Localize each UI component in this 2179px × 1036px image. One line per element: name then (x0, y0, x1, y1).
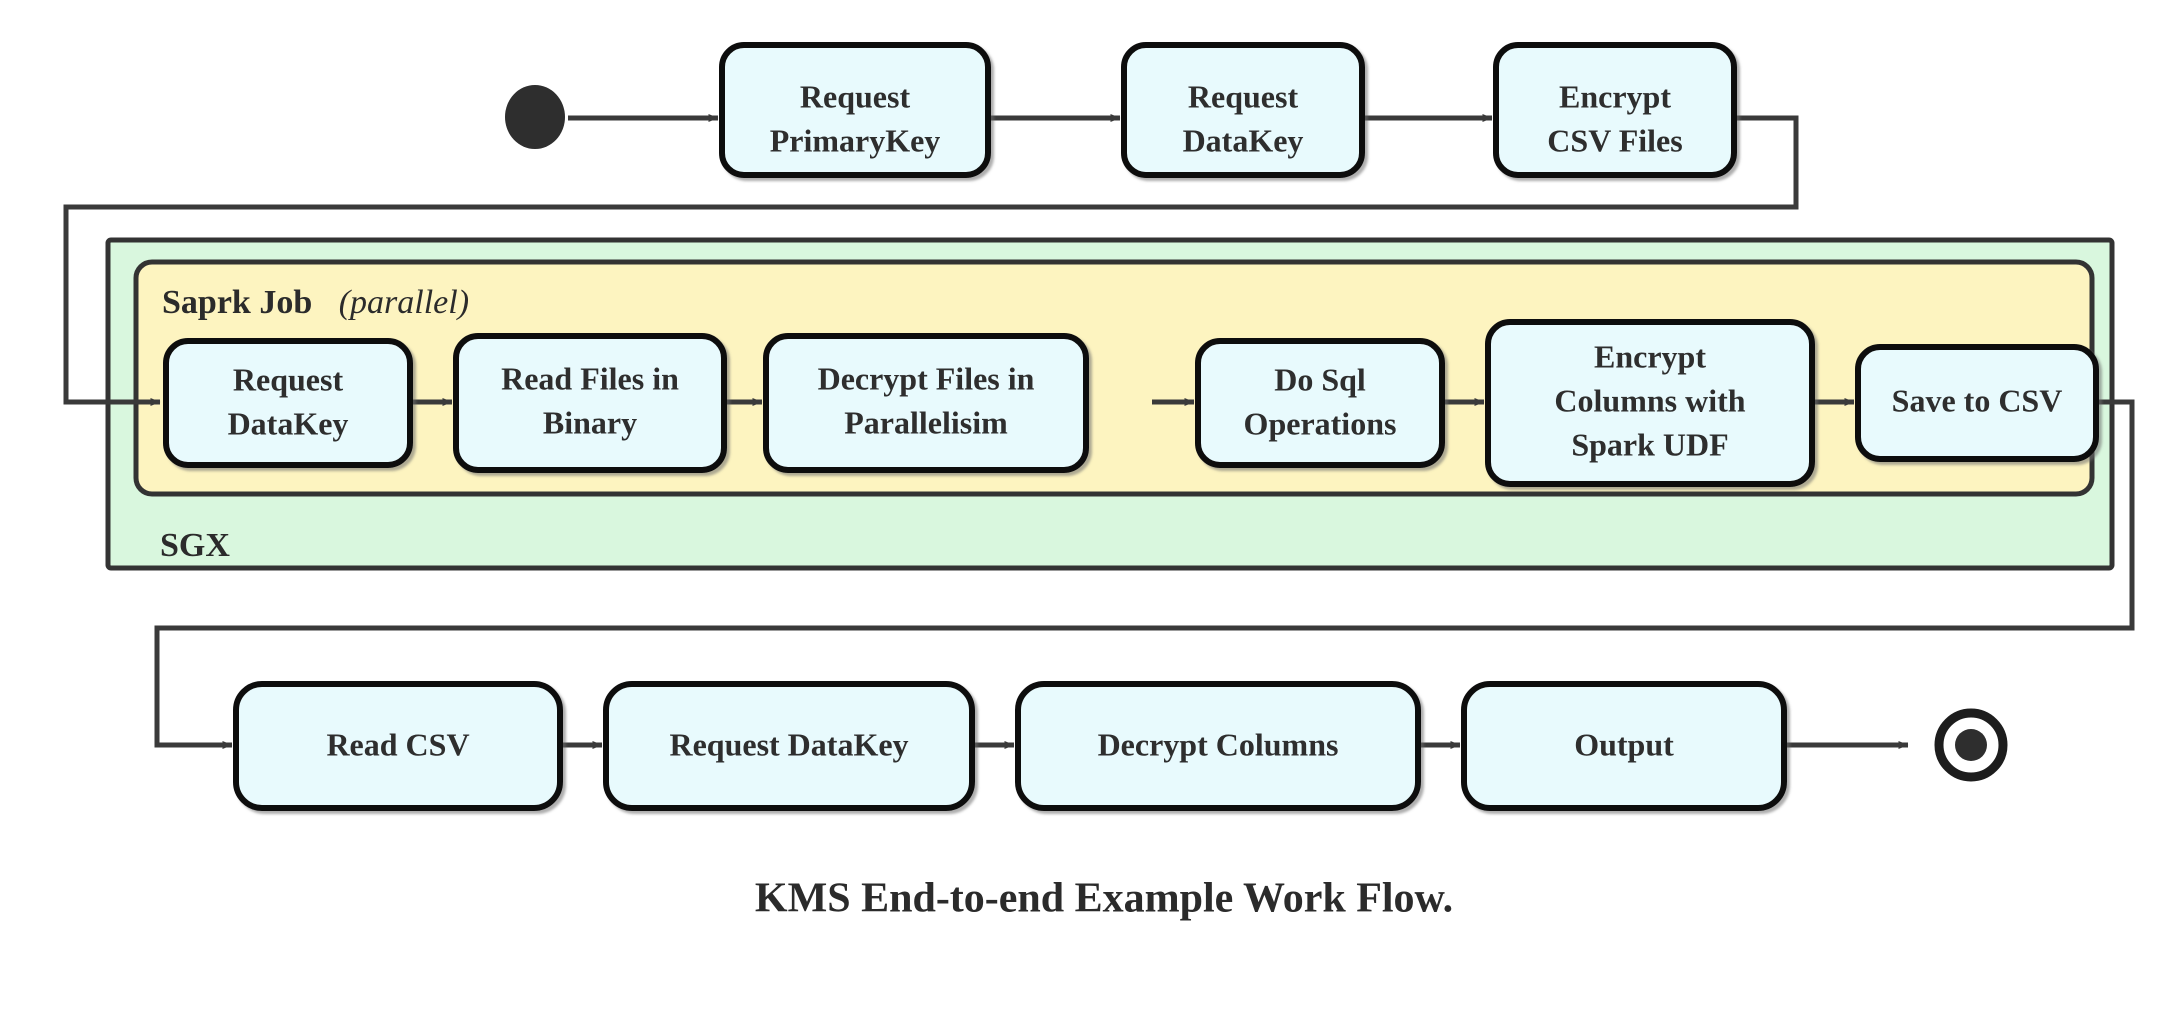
node-encrypt-columns-with-spark-udf[interactable]: Encrypt Columns with Spark UDF (1485, 319, 1815, 487)
node-request-primarykey[interactable]: Request PrimaryKey (719, 42, 991, 178)
edge-encrypt-csv-to-spark-request-datakey (63, 115, 1799, 406)
node-label: Request (1188, 78, 1299, 114)
node-label: Do Sql (1274, 361, 1366, 397)
node-label: DataKey (1183, 122, 1304, 158)
node-label: Encrypt (1594, 338, 1706, 374)
node-save-to-csv[interactable]: Save to CSV (1855, 344, 2099, 462)
node-label: Encrypt (1559, 78, 1671, 114)
node-label: PrimaryKey (770, 122, 941, 158)
sgx-container-label: SGX (160, 527, 230, 564)
node-label: Read Files in (501, 360, 679, 396)
edge-save-csv-to-read-csv (154, 399, 2135, 749)
node-decrypt-columns[interactable]: Decrypt Columns (1015, 681, 1421, 811)
node-label: Read CSV (326, 726, 469, 762)
diagram-caption: KMS End-to-end Example Work Flow. (755, 876, 1453, 922)
node-label: Output (1574, 726, 1674, 762)
node-read-csv[interactable]: Read CSV (233, 681, 563, 811)
node-label: CSV Files (1547, 122, 1682, 158)
node-label: Columns with (1554, 382, 1745, 418)
node-label: Binary (543, 404, 637, 440)
node-label: Request (800, 78, 911, 114)
node-read-files-in-binary[interactable]: Read Files in Binary (453, 333, 727, 473)
end-node (1934, 708, 2008, 782)
node-decrypt-files-in-parallelisim[interactable]: Decrypt Files in Parallelisim (763, 333, 1089, 473)
node-label: Decrypt Columns (1098, 726, 1339, 762)
start-node (505, 85, 565, 149)
node-label: Spark UDF (1571, 426, 1728, 462)
node-label: Request (233, 361, 344, 397)
edges-layer (63, 114, 2135, 749)
node-request-datakey-top[interactable]: Request DataKey (1121, 42, 1365, 178)
node-label: Decrypt Files in (818, 360, 1035, 396)
node-encrypt-csv-files[interactable]: Encrypt CSV Files (1493, 42, 1737, 178)
node-label: DataKey (228, 405, 349, 441)
node-label: Operations (1244, 405, 1397, 441)
node-output[interactable]: Output (1461, 681, 1787, 811)
node-label: Request DataKey (669, 726, 908, 762)
spark-job-container-label: Saprk Job (parallel) (162, 284, 469, 321)
node-request-datakey-bottom[interactable]: Request DataKey (603, 681, 975, 811)
node-request-datakey-spark[interactable]: Request DataKey (163, 338, 413, 468)
node-do-sql-operations[interactable]: Do Sql Operations (1195, 338, 1445, 468)
node-label: Save to CSV (1892, 382, 2063, 418)
node-label: Parallelisim (844, 404, 1008, 440)
